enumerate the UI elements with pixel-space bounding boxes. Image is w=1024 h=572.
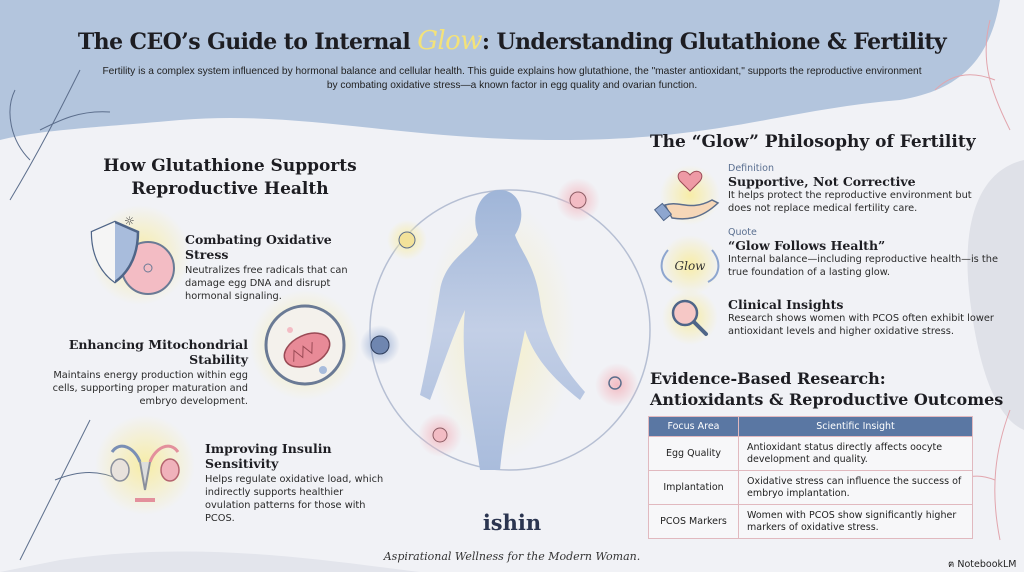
uterus-icon xyxy=(110,444,180,502)
mitochondria-icon xyxy=(264,304,346,386)
notebooklm-logo-icon: ฅ xyxy=(948,559,958,570)
laurel-glow-icon: Glow xyxy=(660,249,720,283)
brand-name: ishin xyxy=(482,510,542,535)
glow-logo-text: Glow xyxy=(675,259,707,273)
woman-silhouette xyxy=(420,190,585,470)
page-subtitle: Fertility is a complex system influenced… xyxy=(102,66,922,91)
circle-node-heart-icon xyxy=(556,178,600,222)
brand-tagline: Aspirational Wellness for the Modern Wom… xyxy=(383,550,641,563)
right-section-heading: The “Glow” Philosophy of Fertility xyxy=(650,132,976,152)
page-title: The CEO’s Guide to Internal Glow: Unders… xyxy=(77,26,947,56)
heart-hand-icon xyxy=(653,170,720,222)
shield-egg-icon: ☼ xyxy=(90,214,175,295)
evidence-heading: Evidence-Based Research:Antioxidants & R… xyxy=(650,369,1004,409)
magnifier-icon xyxy=(671,299,708,336)
notebooklm-watermark: ฅ NotebookLM xyxy=(948,559,1017,570)
circle-node-uterus-icon xyxy=(418,413,462,457)
philosophy-item-quote: Quote“Glow Follows Health”Internal balan… xyxy=(728,227,998,278)
circle-node-mitochondria-icon xyxy=(360,325,400,365)
circle-node-magnifier-icon xyxy=(595,363,639,407)
circle-node-shield-icon xyxy=(387,220,427,260)
svg-text:☼: ☼ xyxy=(124,214,135,228)
